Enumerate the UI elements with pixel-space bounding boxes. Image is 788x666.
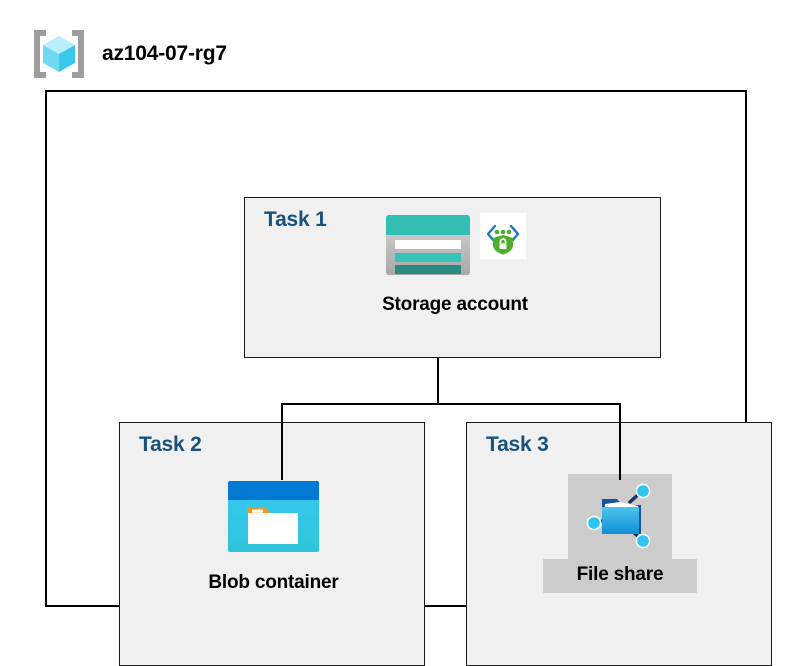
blob-container-label: Blob container (208, 572, 339, 593)
resource-group-container: Task 1 (45, 90, 772, 666)
file-share-label: File share (576, 564, 664, 585)
task-1-box: Task 1 (244, 197, 661, 358)
task-2-heading: Task 2 (139, 433, 202, 456)
connector-to-file-share (619, 403, 621, 480)
file-share-icon (584, 480, 656, 557)
blob-container-node: Blob container (156, 480, 391, 594)
file-share-label-highlight: File share (542, 559, 698, 593)
connector-to-blob-container (281, 403, 283, 480)
resource-group-header: az104-07-rg7 (30, 26, 227, 82)
page-title: az104-07-rg7 (102, 42, 227, 65)
secure-endpoint-shield-icon (480, 213, 526, 264)
task-3-box: Task 3 (466, 422, 772, 666)
task-3-heading: Task 3 (486, 433, 549, 456)
connector-horizontal-bus (281, 403, 621, 405)
task-2-box: Task 2 (119, 422, 425, 666)
storage-account-icon (384, 213, 472, 282)
connector-storage-trunk (437, 358, 439, 404)
file-share-node: File share (509, 474, 731, 593)
task-1-heading: Task 1 (264, 208, 327, 231)
storage-icon-row (384, 213, 526, 282)
storage-account-node: Storage account (345, 213, 565, 316)
file-share-icon-highlight (568, 474, 672, 561)
storage-account-label: Storage account (382, 294, 528, 315)
resource-group-icon (30, 26, 88, 82)
blob-container-icon (227, 480, 320, 558)
